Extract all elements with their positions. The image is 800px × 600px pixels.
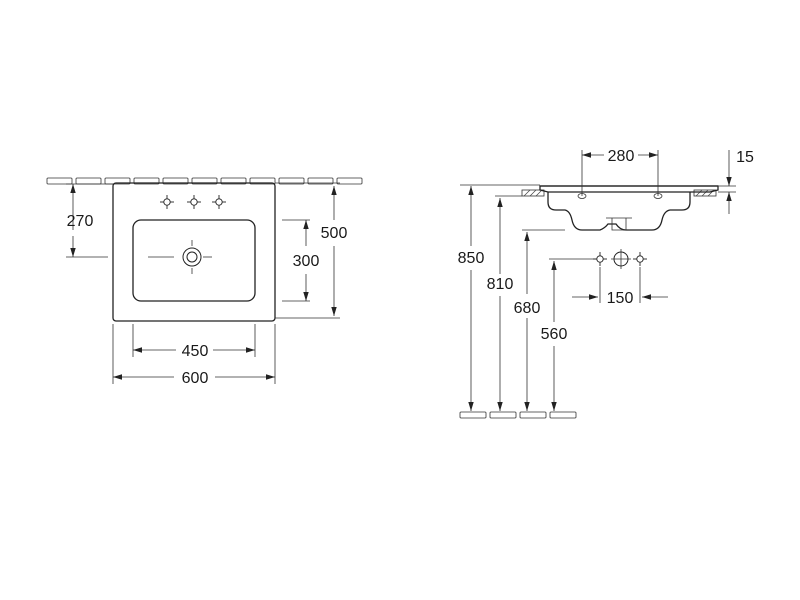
dimension-300: 300: [282, 219, 320, 302]
elevation-view: 280 15 850 810: [458, 148, 754, 419]
dimension-450: 450: [132, 324, 256, 360]
supply-valves: [592, 249, 648, 269]
dimension-450-label: 450: [182, 343, 209, 360]
dimension-270-label: 270: [67, 213, 94, 230]
dimension-15-label: 15: [736, 149, 754, 166]
dimension-680: 680: [514, 229, 565, 411]
drain-connection-icon: [611, 249, 631, 269]
dimension-150: 150: [572, 267, 668, 307]
dimension-600: 600: [112, 324, 276, 387]
wall-hatch-left: [521, 189, 545, 197]
dimension-270: 270: [66, 183, 113, 258]
dimension-500-label: 500: [321, 225, 348, 242]
wall-hatch-right: [693, 189, 717, 197]
waste-outlet-icon: [148, 240, 212, 274]
wall-line-plan: [46, 177, 363, 185]
floor-line: [459, 411, 577, 419]
dimension-850-label: 850: [458, 250, 485, 267]
dimension-560-label: 560: [541, 326, 568, 343]
basin-bowl: [132, 219, 256, 302]
dimension-680-label: 680: [514, 300, 541, 317]
dimension-810: 810: [487, 195, 522, 411]
valve-icon: [632, 251, 648, 267]
valve-icon: [592, 251, 608, 267]
dimension-600-label: 600: [182, 370, 209, 387]
tap-hole-icon: [186, 194, 202, 210]
basin-elevation: [539, 185, 719, 231]
dimension-560: 560: [541, 258, 596, 411]
dimension-280: 280: [581, 148, 659, 196]
dimension-300-label: 300: [293, 253, 320, 270]
tap-hole-icon: [159, 194, 175, 210]
dimension-500: 500: [275, 182, 348, 319]
dimension-150-label: 150: [607, 290, 634, 307]
dimension-850: 850: [458, 186, 485, 411]
dimension-280-label: 280: [608, 148, 635, 165]
dimension-810-label: 810: [487, 276, 514, 293]
basin-outline: [112, 182, 276, 322]
plan-view: 270 300 500 450: [46, 177, 363, 387]
tap-hole-icon: [211, 194, 227, 210]
dimension-15: 15: [718, 149, 754, 214]
